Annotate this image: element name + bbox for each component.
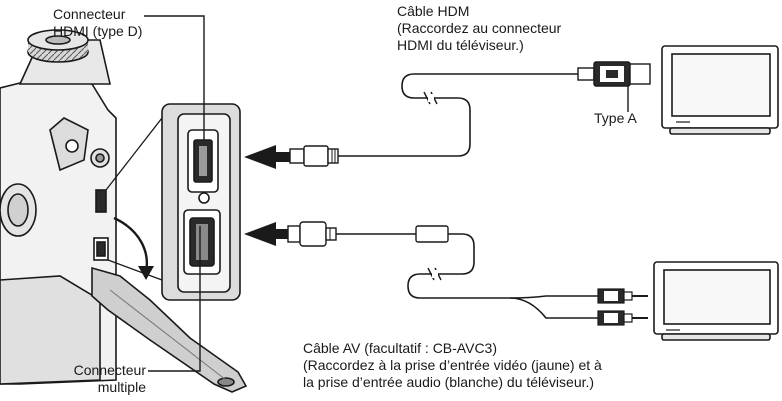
av-cable [287, 221, 648, 326]
camera-body-icon [0, 29, 117, 385]
insertion-arrow-icon [244, 145, 290, 246]
callout-leaders [144, 15, 205, 372]
multi-port-icon [183, 209, 221, 275]
hdmi-cable-label-line: (Raccordez au connecteur [397, 20, 562, 36]
multi-connector-label-line: multiple [97, 379, 146, 395]
hdmi-connector-label: Connecteur HDMI (type D) [53, 6, 142, 40]
hdmi-cable-label: Câble HDM (Raccordez au connecteur HDMI … [397, 3, 561, 54]
connector-panel-zoom [161, 103, 241, 301]
type-a-label: Type A [594, 110, 637, 126]
av-cable-label: Câble AV (facultatif : CB-AVC3) (Raccord… [303, 340, 602, 391]
television-icon [661, 45, 779, 135]
multi-connector-label-line: Connecteur [73, 362, 146, 378]
hdmi-cable-label-line: HDMI du téléviseur.) [397, 37, 524, 53]
open-cover-arrow-icon [113, 216, 154, 280]
television-icon [653, 261, 779, 341]
hdmi-connector-label-line: Connecteur [53, 6, 126, 22]
multi-connector-label: Connecteur multiple [58, 362, 146, 396]
hdmi-cable-label-line: Câble HDM [397, 3, 470, 19]
rca-plug-audio-icon [597, 310, 648, 326]
rca-plug-video-icon [597, 288, 648, 304]
av-cable-label-line: (Raccordez à la prise d’entrée vidéo (ja… [303, 357, 602, 373]
av-cable-label-line: Câble AV (facultatif : CB-AVC3) [303, 340, 497, 356]
hdmi-connector-label-line: HDMI (type D) [53, 23, 143, 39]
port-cover-flap [91, 266, 248, 393]
hdmi-port-icon [187, 129, 219, 193]
zoom-guide-lines [105, 117, 163, 281]
hdmi-cable [289, 61, 651, 167]
av-cable-label-line: la prise d’entrée audio (blanche) du tél… [303, 374, 595, 390]
